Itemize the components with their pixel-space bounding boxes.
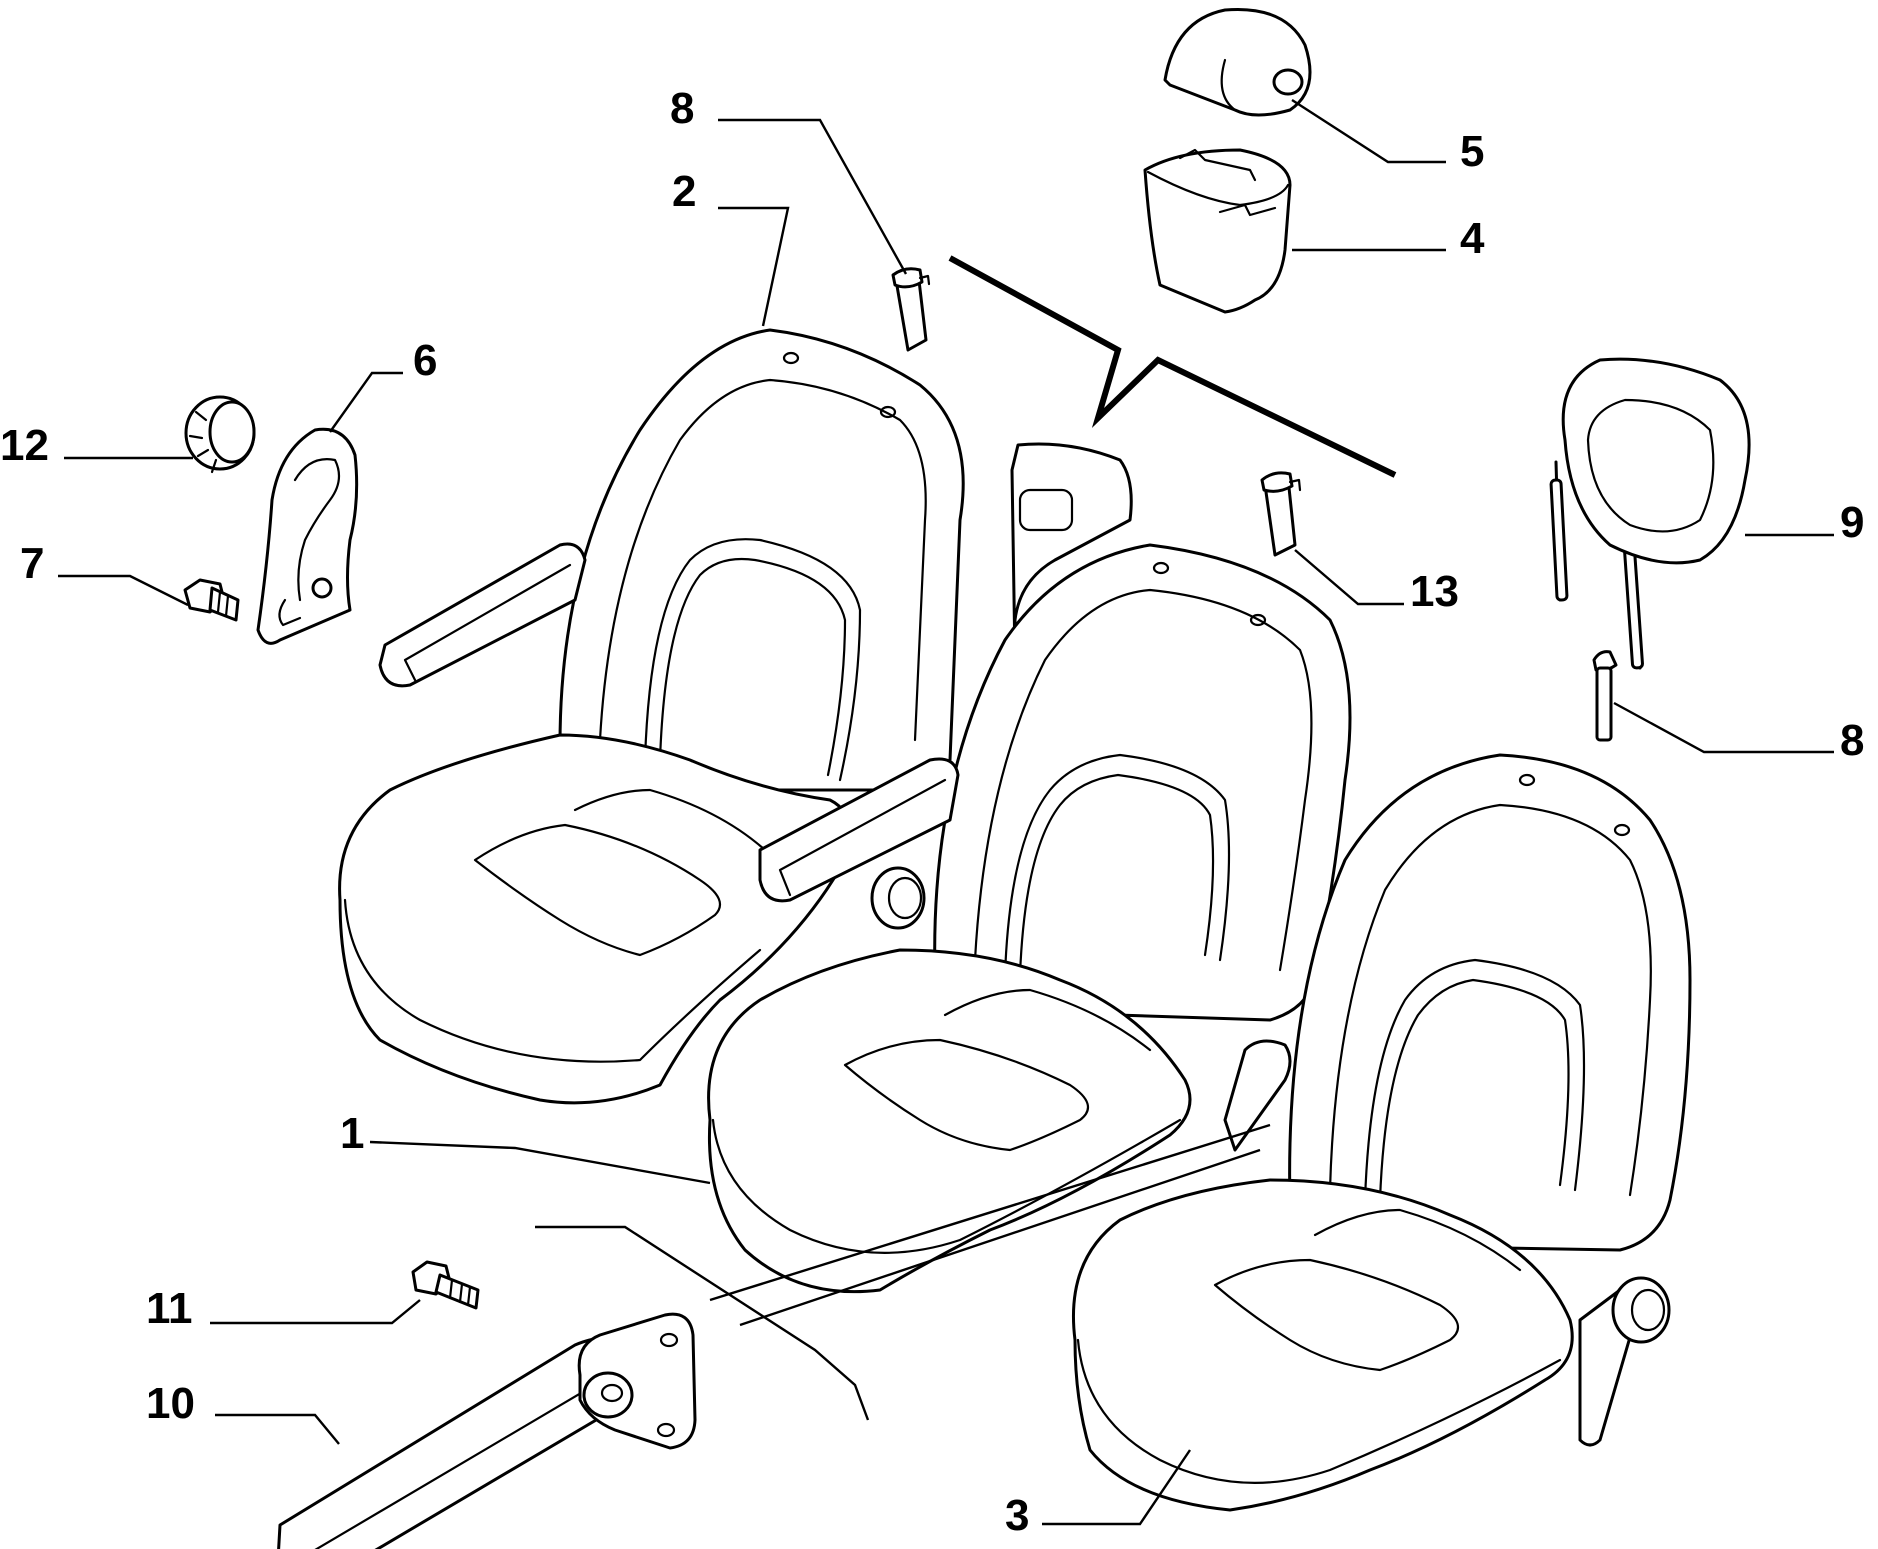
part-6-hinge-cover	[256, 427, 359, 645]
part-5-headrest-cap	[1163, 7, 1312, 117]
part-12-knob	[184, 395, 256, 474]
leader-7	[58, 574, 189, 607]
callout-1: 1	[340, 1109, 364, 1158]
leader-5	[1291, 98, 1446, 164]
middle-armrest	[758, 757, 960, 903]
callout-2: 2	[672, 167, 696, 216]
middle-seat-knob	[870, 866, 926, 930]
leader-8a	[718, 118, 908, 275]
middle-seat	[707, 543, 1352, 1294]
part-7-screw	[183, 578, 240, 622]
leader-1	[369, 1140, 711, 1185]
leader-3	[1042, 1449, 1191, 1526]
leader-lines	[58, 98, 1834, 1526]
callout-9: 9	[1840, 498, 1864, 547]
part-8-guide-pin-upper	[891, 267, 931, 352]
right-seat-side-rail	[1223, 1039, 1292, 1152]
right-seat-knob	[1578, 1276, 1671, 1447]
callout-3: 3	[1005, 1491, 1029, 1540]
part-9-headrest	[1549, 357, 1751, 670]
center-section-bracket	[948, 255, 1397, 478]
leader-8b	[1613, 701, 1834, 754]
callout-5: 5	[1460, 127, 1484, 176]
callout-8-lower: 8	[1840, 716, 1864, 765]
callout-10: 10	[146, 1379, 195, 1428]
part-13-guide-pin	[1260, 471, 1302, 557]
leader-1-floor	[535, 1225, 870, 1421]
callout-13: 13	[1410, 567, 1459, 616]
callout-8-upper: 8	[670, 84, 694, 133]
leader-2	[718, 206, 790, 327]
callout-4: 4	[1460, 214, 1485, 263]
callout-6: 6	[413, 336, 437, 385]
leader-6	[329, 371, 403, 433]
left-armrest	[378, 542, 587, 688]
leader-1-pointer-2	[739, 1148, 1261, 1327]
leader-1-pointer	[709, 1123, 1271, 1302]
center-fold-backrest	[1010, 442, 1133, 662]
callout-7: 7	[20, 539, 44, 588]
part-10-armrest	[277, 1312, 697, 1549]
callout-12: 12	[0, 421, 49, 470]
leader-10	[215, 1413, 340, 1445]
leader-11	[210, 1299, 421, 1325]
part-8-bolt-lower	[1592, 650, 1618, 742]
callout-11: 11	[146, 1284, 193, 1333]
leader-13	[1294, 549, 1404, 606]
part-4-guide-cover	[1143, 148, 1292, 314]
right-seat	[1071, 753, 1692, 1512]
part-11-screw	[411, 1260, 480, 1310]
callout-labels: 1 2 3 4 5 6 7 8 8 9 10 11 12 13	[0, 84, 1864, 1540]
left-seat	[338, 328, 965, 1105]
